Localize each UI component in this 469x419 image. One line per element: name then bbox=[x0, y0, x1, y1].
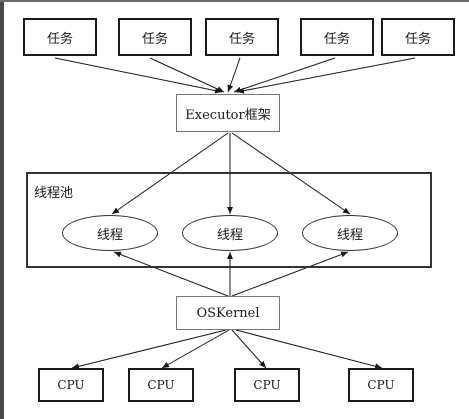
executor-box: Executor框架 bbox=[176, 94, 280, 132]
thread-ellipse-3: 线程 bbox=[302, 215, 398, 251]
executor-label: Executor框架 bbox=[185, 107, 271, 123]
task-box-1: 任务 bbox=[23, 18, 97, 56]
task-label: 任务 bbox=[141, 31, 168, 47]
cpu-box-2: CPU bbox=[128, 368, 194, 402]
cpu-label: CPU bbox=[57, 378, 85, 392]
os-kernel-label: OSKernel bbox=[196, 305, 260, 321]
arrow-task2-executor bbox=[149, 57, 225, 93]
arrow-task4-executor bbox=[233, 57, 336, 93]
thread-pool-container bbox=[26, 172, 432, 268]
top-border bbox=[0, 0, 469, 2]
task-label: 任务 bbox=[228, 31, 255, 47]
left-border bbox=[0, 0, 4, 419]
arrow-task5-executor bbox=[236, 57, 416, 94]
cpu-box-1: CPU bbox=[38, 368, 104, 402]
thread-ellipse-2: 线程 bbox=[182, 215, 278, 251]
thread-pool-label: 线程池 bbox=[34, 186, 74, 201]
thread-ellipse-1: 线程 bbox=[62, 215, 158, 251]
thread-label: 线程 bbox=[216, 227, 243, 243]
arrow-kernel-cpu1 bbox=[71, 329, 227, 370]
task-box-3: 任务 bbox=[205, 18, 279, 56]
cpu-label: CPU bbox=[253, 378, 281, 392]
task-box-5: 任务 bbox=[381, 18, 455, 56]
arrow-task3-executor bbox=[227, 57, 241, 93]
arrow-kernel-cpu3 bbox=[231, 329, 267, 369]
arrow-kernel-thread3 bbox=[231, 251, 349, 297]
cpu-label: CPU bbox=[147, 378, 175, 392]
task-box-4: 任务 bbox=[300, 18, 374, 56]
os-kernel-box: OSKernel bbox=[176, 296, 280, 330]
cpu-box-4: CPU bbox=[348, 368, 414, 402]
cpu-box-3: CPU bbox=[234, 368, 300, 402]
arrow-kernel-thread1 bbox=[113, 251, 229, 297]
task-label: 任务 bbox=[404, 31, 431, 47]
thread-label: 线程 bbox=[96, 227, 123, 243]
task-label: 任务 bbox=[323, 31, 350, 47]
task-box-2: 任务 bbox=[118, 18, 192, 56]
thread-label: 线程 bbox=[336, 227, 363, 243]
task-label: 任务 bbox=[46, 31, 73, 47]
arrow-kernel-cpu4 bbox=[235, 329, 383, 370]
arrow-task1-executor bbox=[54, 57, 223, 94]
arrow-kernel-cpu2 bbox=[161, 329, 230, 369]
cpu-label: CPU bbox=[367, 378, 395, 392]
